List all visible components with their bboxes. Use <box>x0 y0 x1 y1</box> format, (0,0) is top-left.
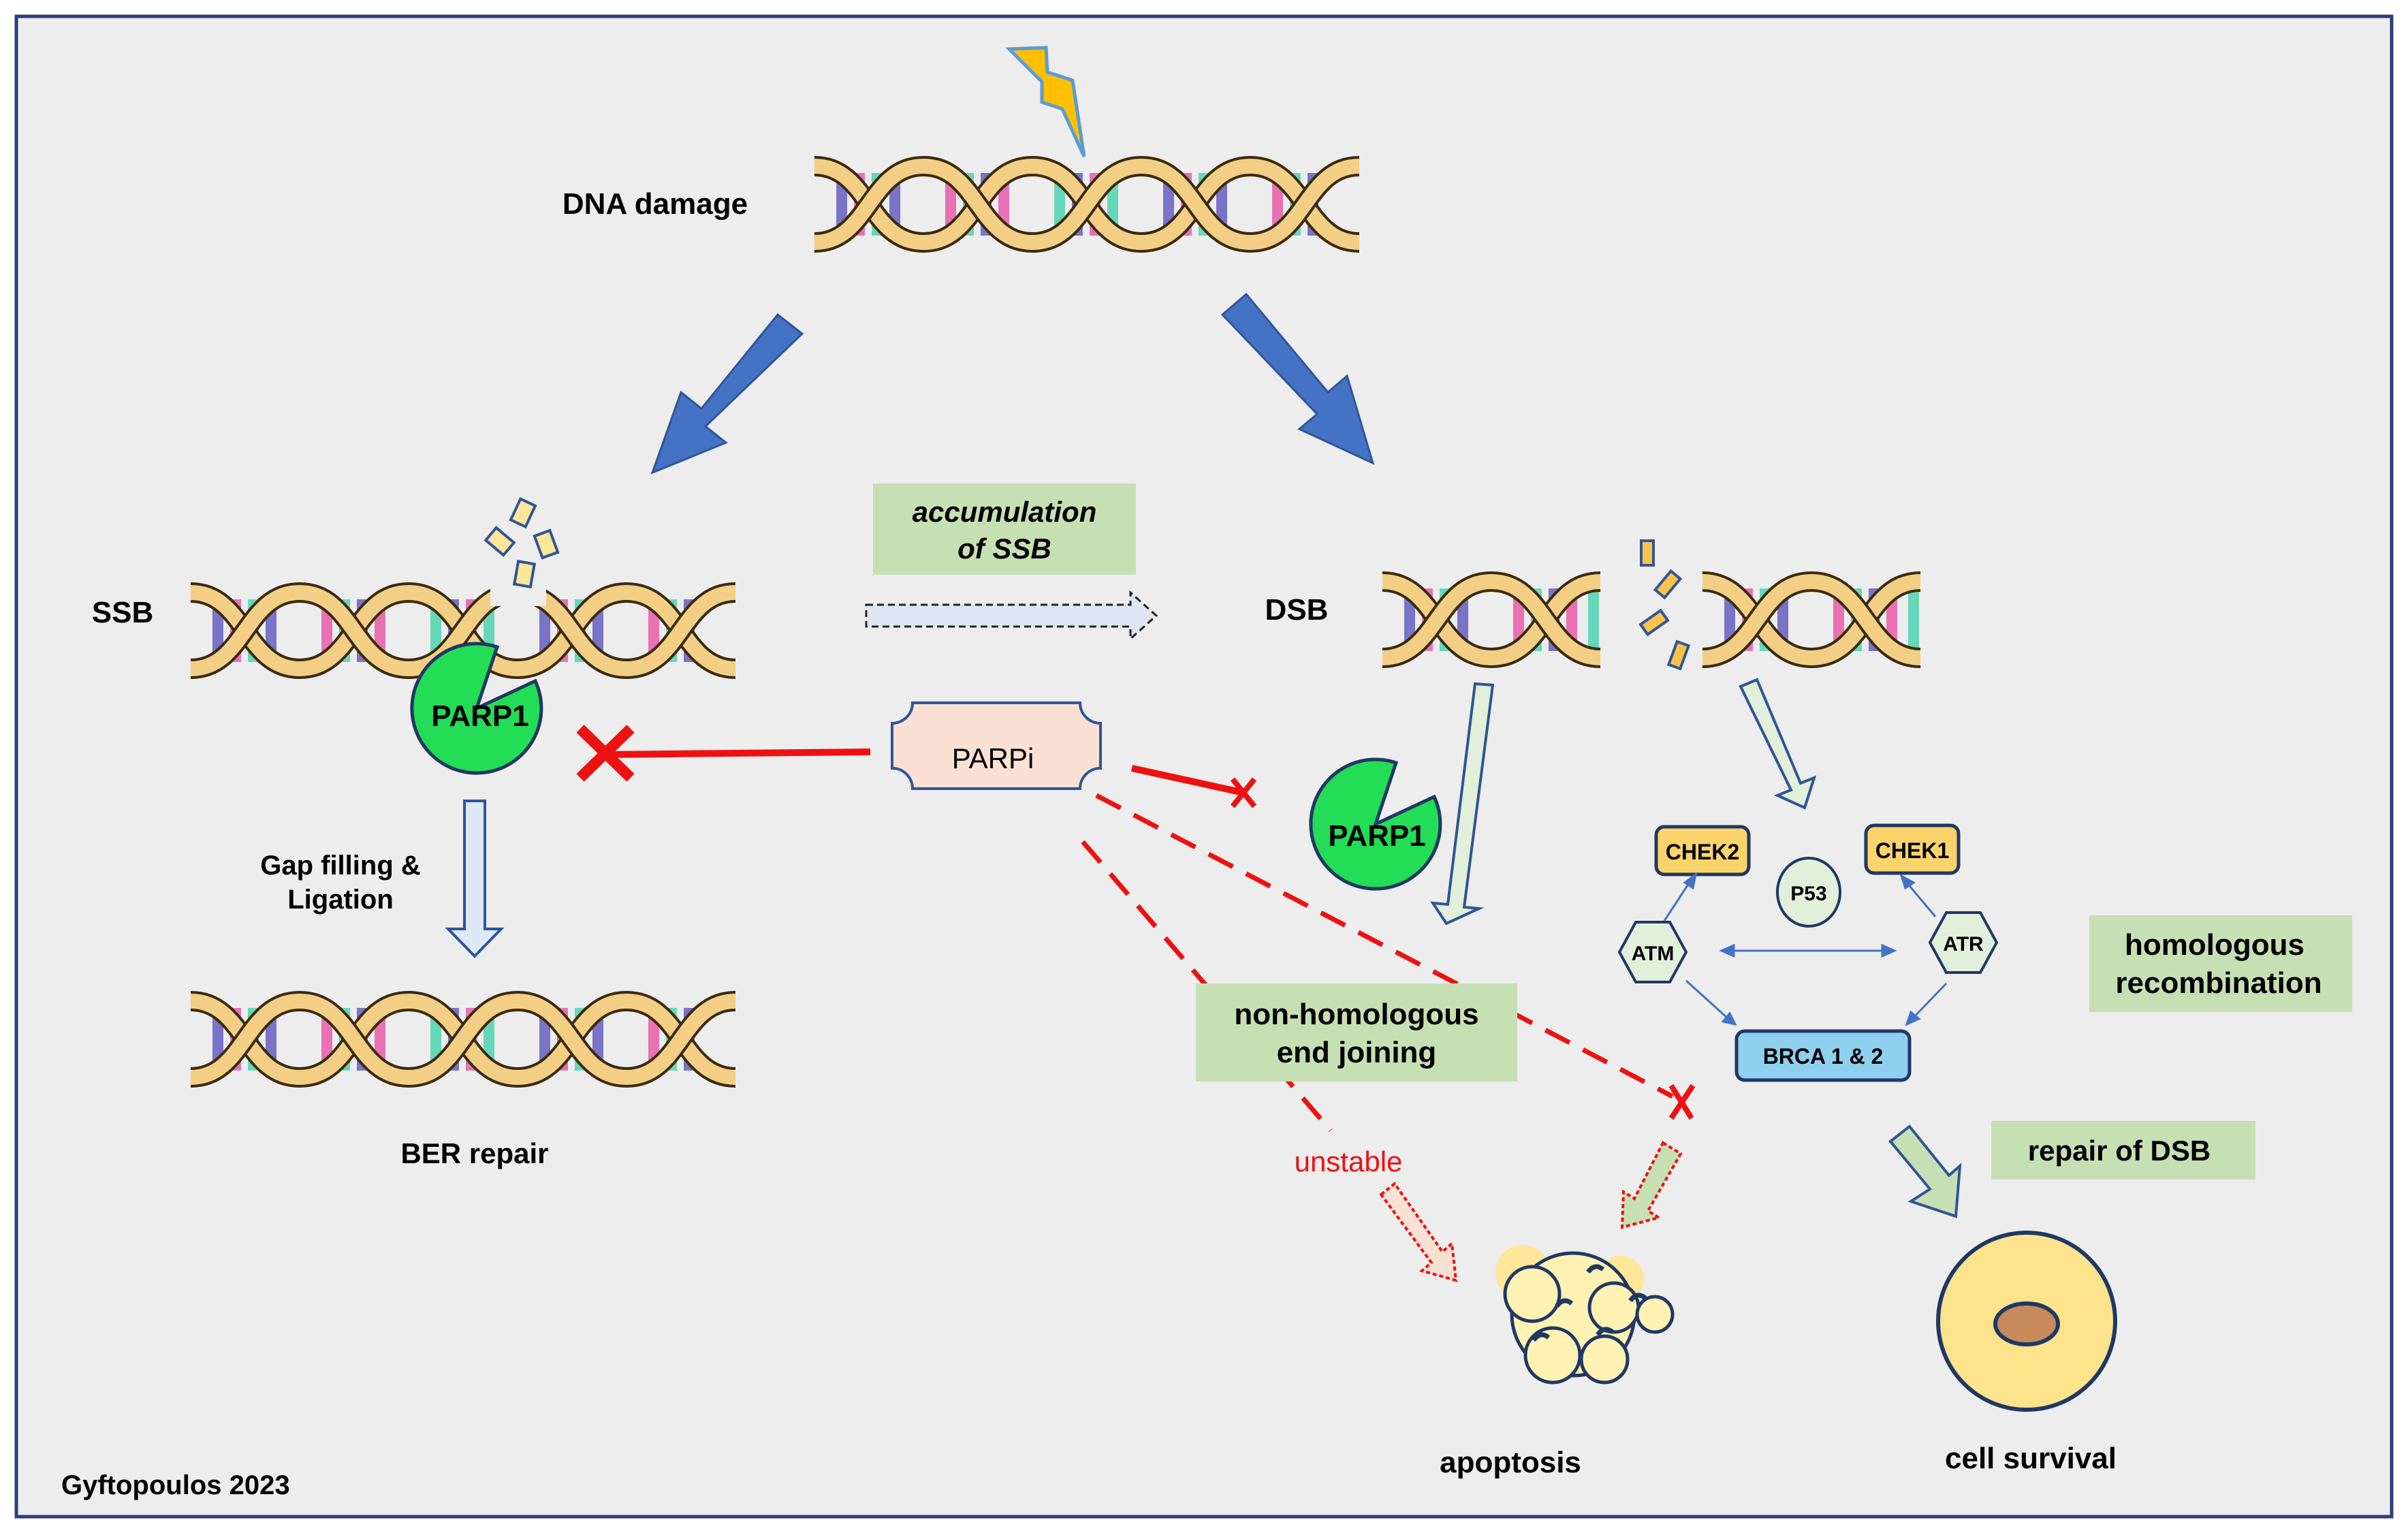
ssb-fragments <box>484 496 560 589</box>
atm-node <box>1617 921 1688 983</box>
nhej-box <box>1196 983 1517 1081</box>
inhibition-left <box>576 725 871 782</box>
brca-box <box>1734 1029 1912 1082</box>
nhej-label-2: end joining <box>1277 1036 1437 1069</box>
hr-label-1: homologous <box>2125 928 2304 962</box>
credit-label: Gyftopoulos 2023 <box>61 1470 290 1500</box>
parpi-shape <box>891 701 1102 790</box>
chek1-label: CHEK1 <box>1875 838 1949 863</box>
cell-survival-icon <box>1936 1231 2117 1412</box>
lightning-icon <box>1005 46 1086 158</box>
unstable-label: unstable <box>1295 1145 1403 1178</box>
p53-node <box>1776 857 1841 928</box>
arrow-gap-filling <box>445 800 505 958</box>
ssb-label: SSB <box>92 596 153 629</box>
dsb-fragments <box>1638 539 1691 671</box>
inhibition-right <box>1130 765 1257 808</box>
accumulation-box <box>873 484 1136 575</box>
arrow-to-hr <box>1739 678 1817 810</box>
ber-repair-label: BER repair <box>400 1137 548 1169</box>
parpi-label: PARPi <box>952 742 1034 774</box>
arrow-to-ssb <box>650 313 804 475</box>
cell-survival-label: cell survival <box>1945 1442 2117 1475</box>
atm-label: ATM <box>1632 943 1675 965</box>
parp1-left-label: PARP1 <box>431 699 528 733</box>
atr-label: ATR <box>1943 933 1984 955</box>
accumulation-label-2: of SSB <box>957 533 1051 565</box>
hr-label-2: recombination <box>2115 966 2322 1000</box>
accumulation-label-1: accumulation <box>913 496 1097 528</box>
parp1-right-label: PARP1 <box>1328 819 1425 853</box>
apoptosis-label: apoptosis <box>1440 1446 1581 1479</box>
arrow-unstable-to-apoptosis <box>1379 1182 1458 1282</box>
apoptosis-cell-icon <box>1495 1245 1675 1385</box>
gap-filling-label-1: Gap filling & <box>260 851 421 881</box>
repair-dsb-box <box>1991 1121 2255 1180</box>
dsb-label: DSB <box>1265 593 1329 627</box>
gap-filling-label-2: Ligation <box>287 885 394 915</box>
chek1-box <box>1864 823 1961 875</box>
p53-label: P53 <box>1790 883 1826 905</box>
arrow-accumulation <box>865 590 1158 642</box>
arrow-to-survival <box>1888 1124 1962 1218</box>
repair-dsb-label: repair of DSB <box>2028 1135 2211 1167</box>
dna-damage-label: DNA damage <box>563 187 748 221</box>
dashed-to-hr-block <box>1095 793 1696 1120</box>
network-arrows <box>1663 872 1948 1026</box>
arrow-to-nhej <box>1430 682 1495 926</box>
nhej-label-1: non-homologous <box>1234 998 1478 1031</box>
chek2-box <box>1654 825 1751 876</box>
hr-box <box>2089 915 2352 1012</box>
arrow-hr-to-apoptosis <box>1620 1141 1683 1229</box>
chek2-label: CHEK2 <box>1666 840 1739 864</box>
arrow-to-dsb <box>1220 292 1375 465</box>
brca-label: BRCA 1 & 2 <box>1763 1044 1884 1069</box>
atr-node <box>1928 911 1999 974</box>
